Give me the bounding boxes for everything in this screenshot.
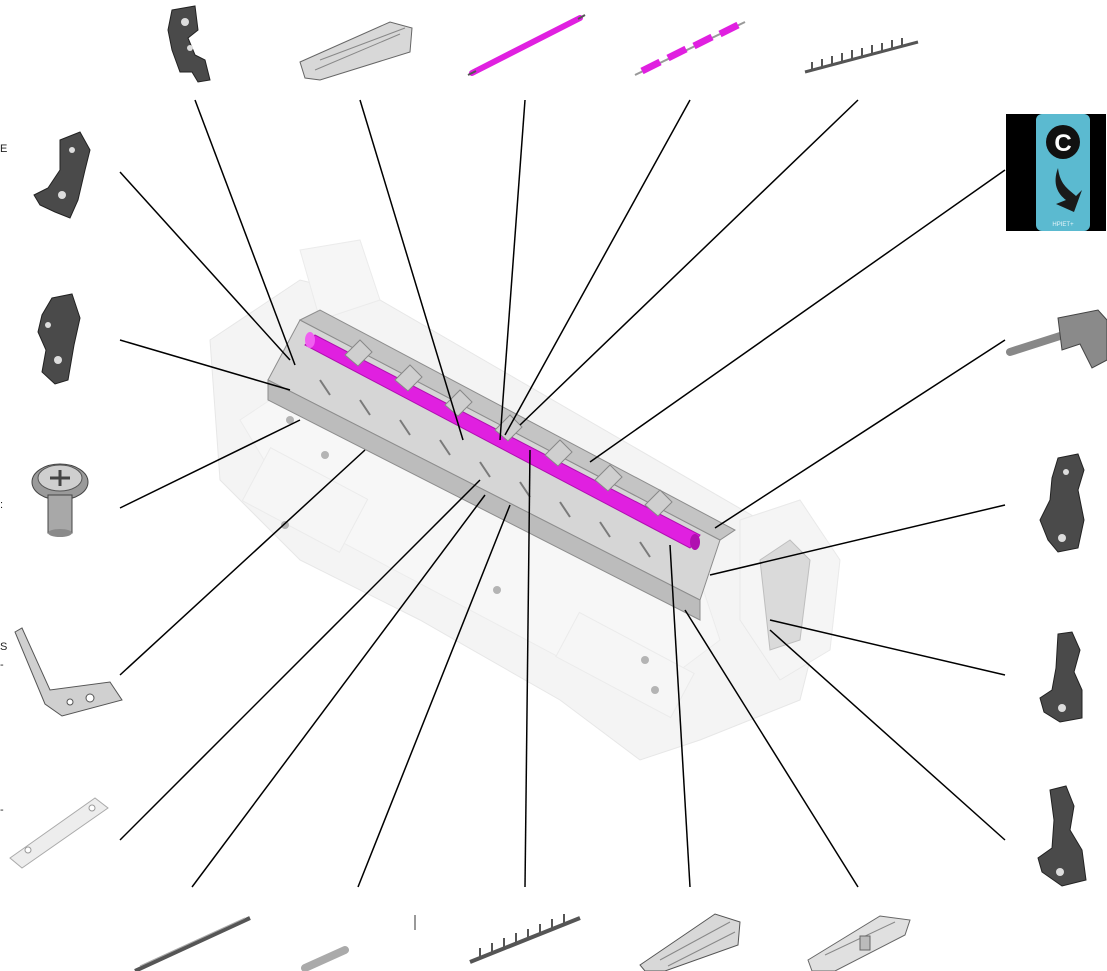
leader-lines <box>119 99 1006 888</box>
badge-letter: C <box>1054 130 1071 157</box>
edge-fragment-2: : <box>0 499 4 511</box>
part-bracket-left-1 <box>33 131 91 219</box>
part-guide-top-2 <box>299 21 413 81</box>
part-bracket-left-2 <box>37 293 81 385</box>
part-roller-top-3 <box>467 14 586 76</box>
edge-fragment-1: E <box>0 143 8 155</box>
part-bracket-right-5 <box>1037 785 1087 887</box>
part-bracket-top-1 <box>167 5 211 83</box>
part-screw-left-3 <box>31 463 89 537</box>
part-comb-bottom-3 <box>469 914 581 964</box>
part-guide-bottom-4 <box>639 913 741 971</box>
part-finger-bar-top-5 <box>804 38 919 74</box>
part-roller-segmented-top-4 <box>634 21 746 76</box>
c-badge: C HPIET+ <box>1006 114 1106 231</box>
part-link-left-5 <box>9 797 109 869</box>
part-bracket-right-3 <box>1039 453 1085 553</box>
part-pin-bottom-2 <box>301 915 416 971</box>
highlighted-roller <box>304 332 701 550</box>
part-plate-left-4 <box>14 627 123 717</box>
part-shaft-right-2 <box>1006 309 1107 369</box>
part-bracket-right-4 <box>1039 631 1083 723</box>
edge-fragment-3: S <box>0 641 8 653</box>
edge-fragment-4: - <box>0 659 4 671</box>
edge-fragment-5: - <box>0 804 4 816</box>
badge-caption: HPIET+ <box>1052 222 1074 228</box>
part-rod-bottom-1 <box>134 916 251 971</box>
part-frame-bottom-5 <box>807 915 911 971</box>
